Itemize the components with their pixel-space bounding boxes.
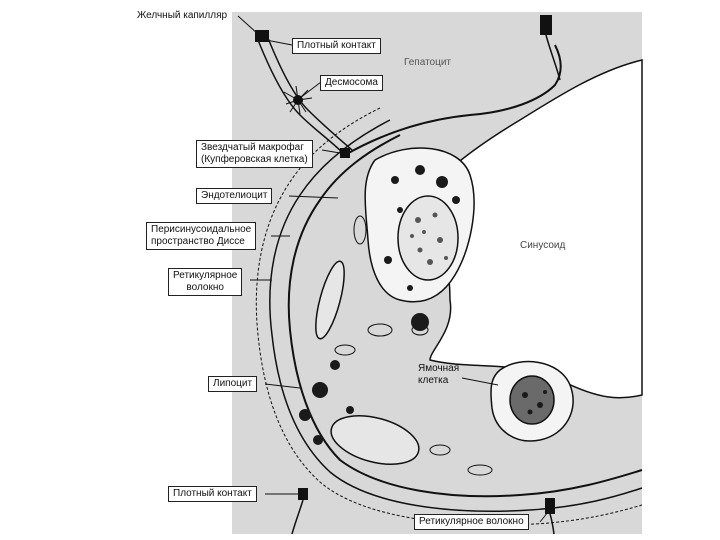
kupffer-nucleus-chromatin	[410, 212, 448, 265]
hepatocyte-surface-microvilli	[255, 107, 643, 526]
lipocyte-nucleus	[330, 415, 420, 465]
dark-vesicle	[411, 313, 429, 331]
tight-junction-upper-right-mark	[540, 15, 552, 35]
disse-space-outline	[269, 119, 643, 512]
label-reticular-fiber-bottom: Ретикулярное волокно	[414, 514, 529, 530]
label-tight-junction-top: Плотный контакт	[292, 38, 381, 54]
label-bile-capillary: Желчный капилляр	[137, 10, 228, 21]
label-reticular-fiber-left: Ретикулярное волокно	[168, 268, 243, 296]
endothelial-nucleus	[315, 260, 345, 340]
pointer-lines	[237, 15, 549, 523]
label-pit-cell: Ямочная клетка	[418, 363, 460, 386]
label-sinusoid: Синусоид	[520, 240, 566, 251]
kupffer-junction-mark	[340, 148, 350, 158]
label-desmosome: Десмосома	[320, 75, 383, 91]
endothelium-outline	[287, 134, 643, 498]
upper-right-junction-line	[545, 34, 561, 81]
label-endotheliocyte: Эндотелиоцит	[196, 188, 273, 204]
reticular-fiber-bottom-mark	[545, 498, 555, 514]
label-disse-space: Перисинусоидальное пространство Диссе	[146, 222, 257, 250]
bottom-right-junction-line	[549, 513, 555, 535]
kupffer-nucleus	[397, 195, 459, 281]
pit-cell-granules	[522, 390, 547, 415]
tight-junction-bottom-mark	[298, 488, 308, 500]
label-hepatocyte: Гепатоцит	[404, 57, 451, 68]
lipid-droplets	[299, 360, 354, 445]
bile-capillary-line	[257, 39, 346, 156]
kupffer-granules	[384, 165, 460, 291]
pit-cell-nucleus	[509, 375, 555, 425]
upper-membrane	[344, 44, 562, 156]
bile-capillary-line-2	[267, 37, 353, 151]
label-stellate-macrophage: Звездчатый макрофаг (Купферовская клетка…	[196, 140, 313, 168]
bottom-left-junction-line	[291, 499, 304, 535]
label-lipocyte: Липоцит	[208, 376, 258, 392]
label-tight-junction-bottom: Плотный контакт	[168, 486, 257, 502]
tight-junction-top-mark	[255, 30, 269, 42]
